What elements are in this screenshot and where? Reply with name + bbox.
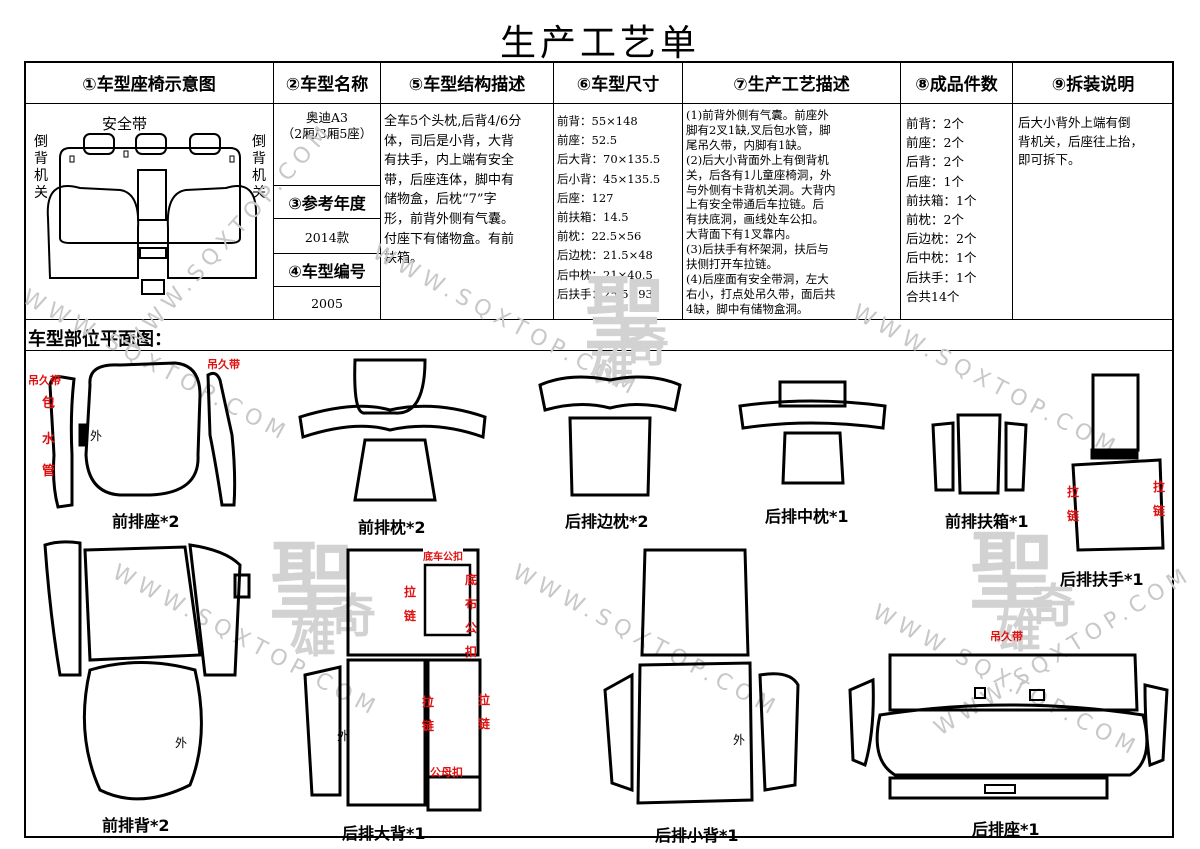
header-model-name: ②车型名称: [273, 61, 381, 104]
part-label: 后排小背*1: [655, 826, 739, 845]
pattern-rear-seat: [848, 653, 1169, 800]
tag-hang-strap: 吊久带: [990, 630, 1023, 643]
tag-zip: 拉链: [478, 693, 491, 731]
tag-hang-strap: 吊久带: [207, 358, 240, 371]
install-text: 后大小背外上端有倒 背机关，后座往上抬， 即可拆下。: [1018, 115, 1144, 167]
pattern-front-armbox: [931, 413, 1028, 495]
pattern-front-seat: [48, 361, 237, 509]
pattern-rear-armrest: [1071, 373, 1165, 552]
pattern-rear-side-headrest: [538, 375, 682, 497]
tag-water: 水: [42, 432, 56, 447]
tag-bottom-cloth: 底布公扣: [465, 573, 478, 659]
outside-mark: 外: [337, 729, 350, 743]
tag-zip: 拉链: [422, 695, 435, 733]
model-no-label: ④车型编号: [273, 253, 381, 287]
part-label: 后排座*1: [972, 820, 1040, 839]
part-label: 后排边枕*2: [565, 512, 649, 531]
part-label: 前排扶箱*1: [945, 512, 1029, 531]
header-install: ⑨拆装说明: [1012, 61, 1174, 104]
part-label: 前排座*2: [112, 512, 180, 531]
outside-mark: 外: [733, 733, 746, 747]
pattern-rear-mid-headrest: [738, 380, 887, 485]
watermark-brand: 雄: [590, 341, 634, 392]
tag-zip: 拉链: [1153, 480, 1166, 518]
structure-text: 全车5个头枕,后背4/6分 体，司后是小背，大背 有扶手，内上端有安全 带，后座…: [384, 114, 522, 267]
tag-hang-strap: 吊久带: [28, 374, 61, 387]
tag-pipe: 管: [42, 464, 56, 479]
sheet-frame: [24, 61, 1174, 838]
header-structure: ⑤车型结构描述: [380, 61, 554, 104]
part-label: 后排扶手*1: [1060, 570, 1144, 589]
tag-zip: 拉链: [404, 585, 417, 623]
header-count: ⑧成品件数: [900, 61, 1013, 104]
header-size: ⑥车型尺寸: [553, 61, 683, 104]
pattern-front-back: [43, 540, 251, 801]
count-text: 前背：2个 前座：2个 后背：2个 后座：1个 前扶箱：1个 前枕：2个 后边枕…: [906, 116, 977, 304]
right-recline-label: 倒 背 机 关: [252, 134, 266, 201]
part-label: 前排背*2: [102, 816, 170, 835]
watermark-brand: 奇: [1030, 579, 1076, 633]
process-text: (1)前背外侧有气囊。前座外 脚有2叉1缺,叉后包水管，脚 尾吊久带，内脚有1缺…: [686, 108, 836, 316]
tag-wrap: 包: [42, 396, 56, 411]
outside-mark: 外: [90, 429, 103, 443]
ref-year-label: ③参考年度: [273, 185, 381, 219]
size-text: 前背：55×148 前座：52.5 后大背：70×135.5 后小背：45×13…: [557, 114, 661, 301]
page-title: 生产工艺单: [499, 23, 700, 64]
watermark-brand: 聖: [270, 532, 355, 631]
watermark-brand: 奇: [330, 589, 376, 643]
watermark-brand: 聖: [970, 522, 1055, 621]
ref-year-value: 2014款: [304, 230, 350, 245]
header-process: ⑦生产工艺描述: [682, 61, 901, 104]
part-label: 后排中枕*1: [765, 507, 849, 526]
pattern-front-headrest: [298, 358, 487, 502]
plan-title: 车型部位平面图：: [28, 329, 172, 350]
plan-title-row: [24, 319, 1174, 351]
tag-zip: 拉链: [1067, 485, 1080, 523]
model-no-value: 2005: [311, 296, 343, 311]
left-recline-label: 倒 背 机 关: [34, 134, 48, 201]
watermark-brand: 雄: [995, 604, 1041, 658]
seat-schematic: [46, 133, 258, 295]
part-label: 后排大背*1: [342, 824, 426, 843]
model-name: 奥迪A3 （2厢/3厢5座）: [281, 110, 373, 142]
header-seat-diagram: ①车型座椅示意图: [24, 61, 274, 104]
pattern-rear-small-back: [603, 548, 800, 805]
watermark-brand: 聖: [585, 267, 665, 361]
tag-bottom-snap: 底车公扣: [423, 548, 463, 563]
tag-snap: 公母扣: [430, 766, 463, 779]
seatbelt-label: 安全带: [102, 115, 148, 133]
watermark-brand: 雄: [290, 609, 336, 663]
outside-mark: 外: [175, 736, 188, 750]
watermark-brand: 奇: [625, 321, 669, 372]
part-label: 前排枕*2: [358, 518, 426, 537]
